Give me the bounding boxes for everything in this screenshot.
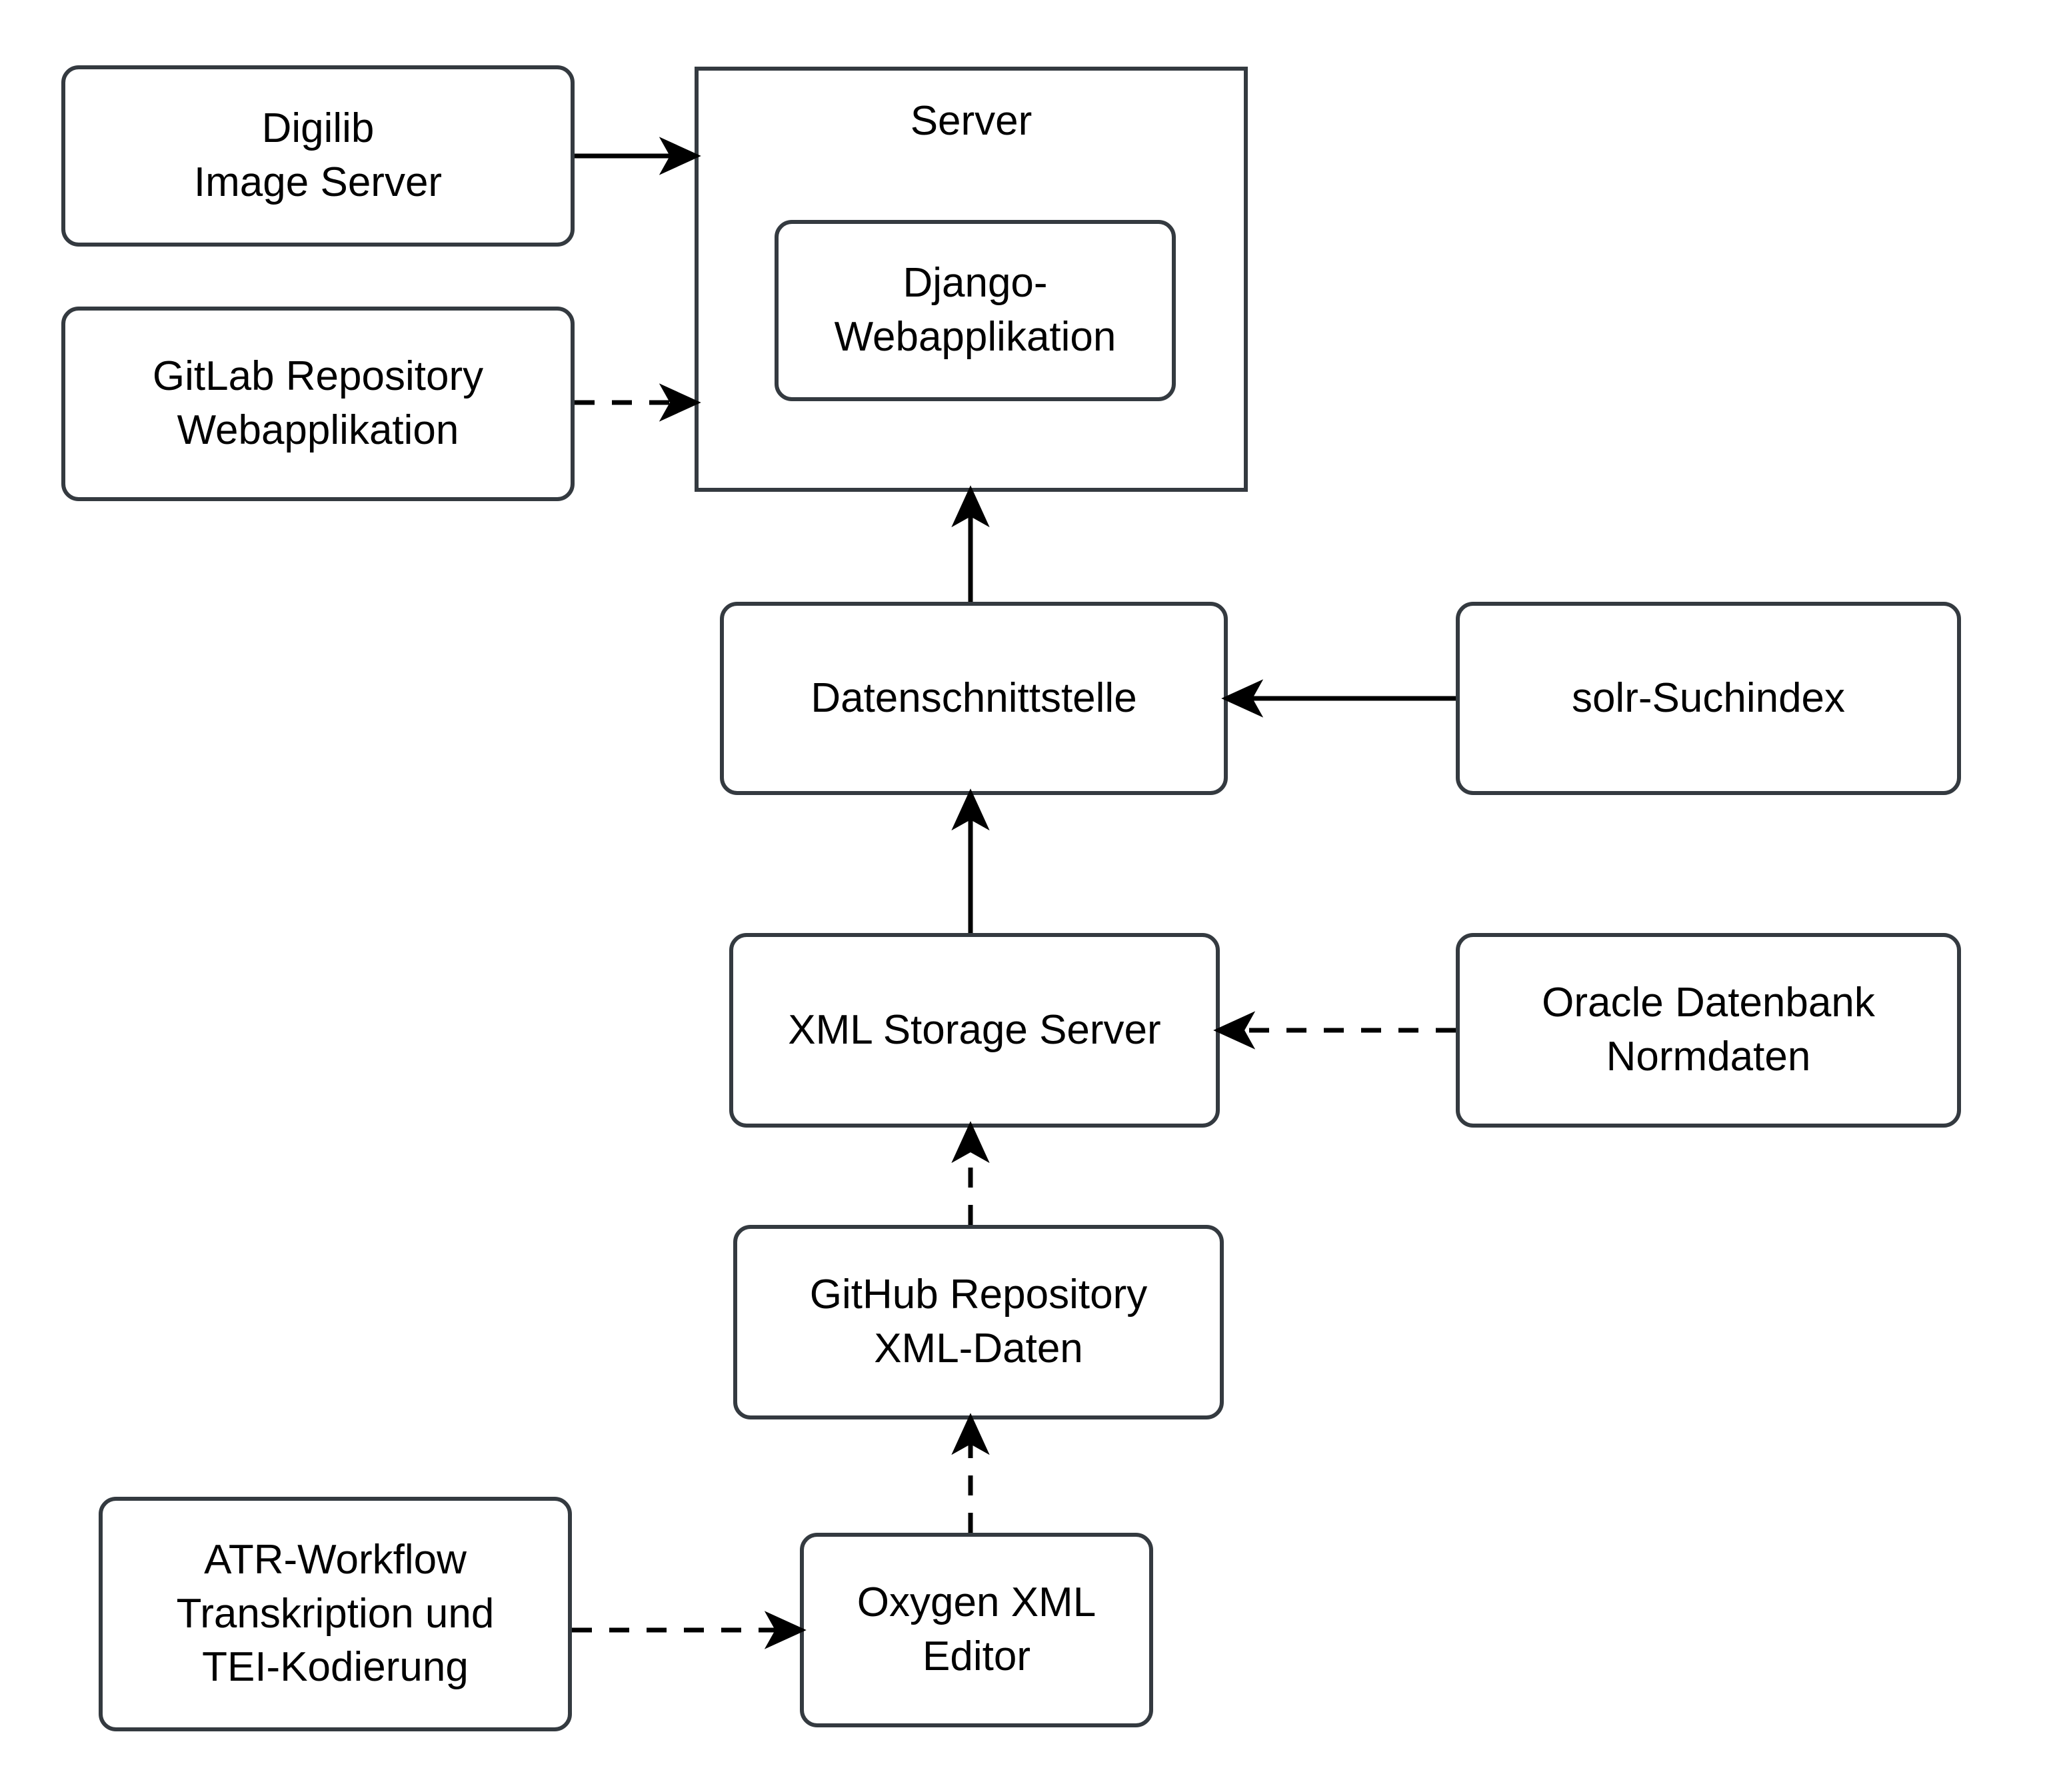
node-server-label: Server [910,98,1033,144]
node-gitlab-repository-label: GitLab Repository Webapplikation [152,353,484,453]
node-oracle-datenbank-normdaten-label: Oracle Datenbank Normdaten [1542,980,1875,1080]
node-datenschnittstelle[interactable]: Datenschnittstelle [720,602,1228,795]
node-github-repository-xml-daten-label: GitHub Repository XML-Daten [809,1272,1148,1371]
node-gitlab-repository[interactable]: GitLab Repository Webapplikation [61,307,575,501]
node-digilib-image-server[interactable]: Digilib Image Server [61,65,575,247]
node-django-webapplikation[interactable]: Django- Webapplikation [775,220,1176,401]
node-digilib-image-server-label: Digilib Image Server [193,105,443,205]
node-solr-suchindex-label: solr-Suchindex [1571,674,1846,721]
node-xml-storage-server[interactable]: XML Storage Server [729,933,1220,1128]
node-oxygen-xml-editor-label: Oxygen XML Editor [857,1579,1096,1679]
node-xml-storage-server-label: XML Storage Server [788,1006,1161,1053]
node-atr-workflow[interactable]: ATR-Workflow Transkription und TEI-Kodie… [99,1497,572,1731]
node-django-webapplikation-label: Django- Webapplikation [834,260,1116,360]
node-datenschnittstelle-label: Datenschnittstelle [811,674,1137,721]
node-oxygen-xml-editor[interactable]: Oxygen XML Editor [800,1533,1153,1727]
node-github-repository-xml-daten[interactable]: GitHub Repository XML-Daten [733,1225,1224,1419]
node-oracle-datenbank-normdaten[interactable]: Oracle Datenbank Normdaten [1456,933,1961,1128]
node-atr-workflow-label: ATR-Workflow Transkription und TEI-Kodie… [176,1537,495,1691]
node-solr-suchindex[interactable]: solr-Suchindex [1456,602,1961,795]
